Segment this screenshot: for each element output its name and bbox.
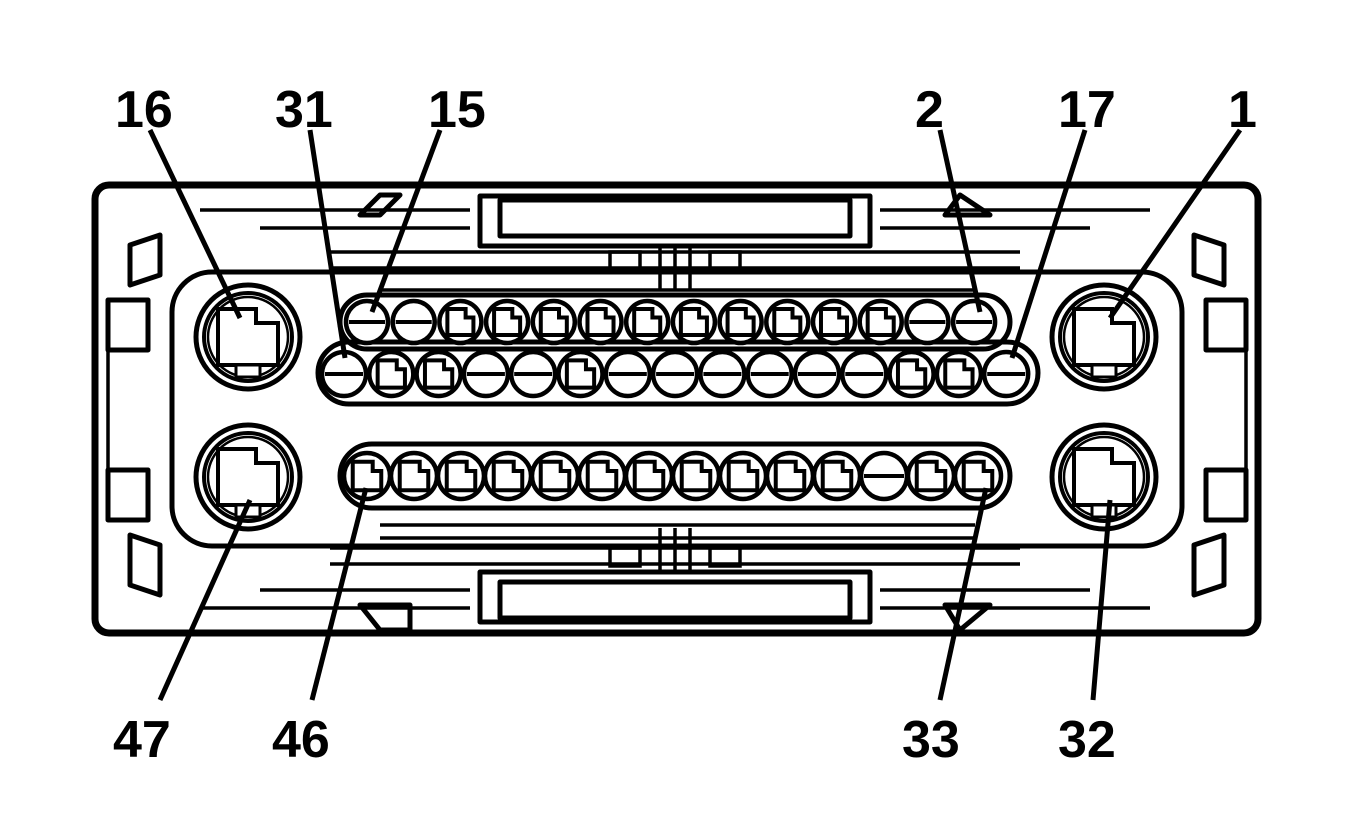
- cavity-top-10: [764, 298, 811, 346]
- cavity-top-12: [857, 298, 904, 346]
- corner-terminal-16: [193, 282, 303, 392]
- cavity-middle-14: [934, 349, 984, 399]
- cavity-bottom-12: [858, 450, 910, 502]
- cavity-top-8: [670, 298, 718, 346]
- connector-housing: [91, 181, 1262, 637]
- cavity-top-14: [950, 298, 998, 346]
- corner-terminal-47: [193, 422, 303, 532]
- pin-label-32: 32: [1058, 711, 1116, 769]
- cavity-middle-10: [745, 349, 794, 399]
- cavity-top-3: [437, 298, 484, 346]
- cavity-middle-6: [556, 349, 605, 399]
- cavity-bottom-14: [952, 450, 1004, 502]
- pin-label-2: 2: [915, 81, 944, 139]
- pin-label-47: 47: [113, 711, 171, 769]
- cavity-row-top: [343, 298, 998, 346]
- pin-label-15: 15: [428, 81, 486, 139]
- cavity-middle-11: [792, 349, 842, 399]
- cavity-middle-15: [981, 349, 1031, 399]
- cavity-middle-4: [461, 349, 511, 399]
- cavity-middle-13: [887, 349, 936, 399]
- cavity-row-bottom: [341, 450, 1004, 502]
- cavity-middle-7: [603, 349, 653, 399]
- cavity-top-2: [390, 298, 437, 346]
- cavity-middle-12: [840, 349, 889, 399]
- cavity-bottom-3: [435, 450, 487, 502]
- cavity-top-13: [904, 298, 951, 346]
- corner-terminals: [193, 282, 1159, 532]
- cavity-bottom-2: [388, 450, 440, 502]
- cavity-bottom-8: [670, 450, 722, 502]
- cavity-bottom-7: [623, 450, 675, 502]
- cavity-top-1: [343, 298, 391, 346]
- cavity-middle-9: [698, 349, 747, 399]
- cavity-middle-3: [414, 349, 463, 399]
- cavity-row-middle: [319, 349, 1031, 399]
- pin-labels: 16 31 15 2 17 1 47 46 33 32: [113, 81, 1257, 769]
- cavity-bottom-5: [529, 450, 581, 502]
- cavity-bottom-9: [717, 450, 769, 502]
- cavity-bottom-4: [482, 450, 534, 502]
- cavity-top-6: [577, 298, 624, 346]
- cavity-bottom-11: [811, 450, 863, 502]
- pin-label-31: 31: [275, 81, 333, 139]
- cavity-top-7: [623, 298, 671, 346]
- pin-label-17: 17: [1058, 81, 1116, 139]
- cavity-top-5: [530, 298, 578, 346]
- cavity-middle-8: [650, 349, 700, 399]
- cavity-top-9: [717, 298, 764, 346]
- cavity-middle-2: [367, 349, 416, 399]
- cavity-bottom-13: [905, 450, 957, 502]
- cavity-middle-1: [319, 349, 369, 399]
- pin-label-33: 33: [902, 711, 960, 769]
- cavity-top-4: [483, 298, 531, 346]
- cavity-bottom-10: [764, 450, 816, 502]
- corner-terminal-32: [1049, 422, 1159, 532]
- pin-label-1: 1: [1228, 81, 1257, 139]
- pin-label-16: 16: [115, 81, 173, 139]
- cavity-bottom-6: [576, 450, 628, 502]
- pin-label-46: 46: [272, 711, 330, 769]
- corner-terminal-1: [1049, 282, 1159, 392]
- cavity-top-11: [810, 298, 858, 346]
- cavity-middle-5: [508, 349, 558, 399]
- leader-lines: [147, 128, 1243, 702]
